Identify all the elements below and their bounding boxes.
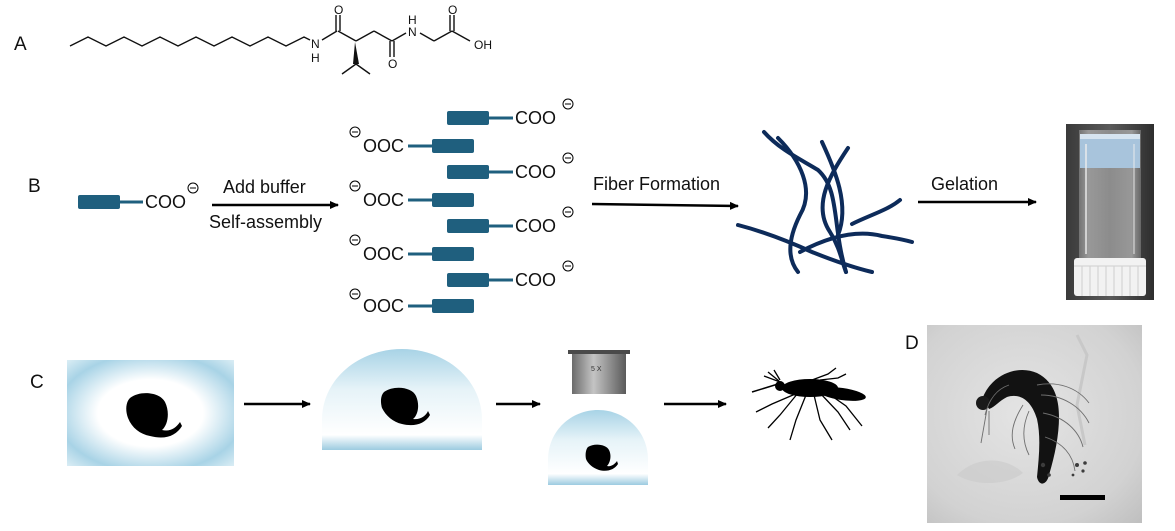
microscope-objective — [572, 352, 626, 394]
left-head-label-1: OOC — [363, 136, 405, 156]
gel-vial-photo — [1066, 124, 1154, 300]
mosquito-silhouette — [751, 367, 866, 441]
panel-label-d: D — [905, 333, 919, 354]
objective-label: 5 X — [591, 366, 602, 373]
panel-label-c: C — [30, 372, 44, 393]
wedge-bond — [353, 42, 359, 64]
charge-symbols — [187, 98, 574, 300]
panel-label-b: B — [28, 176, 41, 197]
gel-plug — [1080, 134, 1140, 168]
fiber-network — [736, 130, 914, 274]
step-fiber-formation-label: Fiber Formation — [593, 174, 721, 194]
right-head-label-3: COO — [515, 216, 557, 236]
atom-h-amide2: H — [408, 13, 417, 27]
larva-body-photo — [976, 370, 1059, 484]
left-head-label-4: OOC — [363, 296, 405, 316]
left-head-label-2: OOC — [363, 190, 405, 210]
single-head-label: COO — [145, 192, 187, 212]
larva-silhouette-1 — [126, 393, 182, 438]
larva-silhouette-2 — [380, 387, 430, 426]
larva-microscopy-photo — [927, 325, 1142, 523]
panel-label-a: A — [14, 34, 27, 55]
vial-cap — [1074, 258, 1146, 296]
larva-silhouette-3 — [585, 444, 618, 471]
stack-left-facing — [408, 139, 474, 313]
step-gelation-label: Gelation — [931, 174, 999, 194]
scale-bar — [1060, 495, 1105, 500]
atom-h-amide1: H — [311, 51, 320, 65]
step-self-assembly-label: Self-assembly — [209, 212, 323, 232]
right-head-label-2: COO — [515, 162, 557, 182]
right-head-label-1: COO — [515, 108, 557, 128]
atom-n-amide2: N — [408, 25, 417, 39]
arrow-fiber-formation — [591, 201, 739, 210]
stack-right-facing — [447, 111, 513, 287]
alkyl-chain — [69, 36, 311, 47]
left-head-label-3: OOC — [363, 244, 405, 264]
step-add-buffer-label: Add buffer — [223, 177, 306, 197]
atom-o-carbonyl2: O — [388, 57, 398, 71]
right-head-label-4: COO — [515, 270, 557, 290]
atom-n-amide1: N — [311, 37, 320, 51]
atom-o-carbonyl1: O — [334, 3, 344, 17]
atom-o-acid: O — [448, 3, 458, 17]
atom-oh: OH — [474, 38, 492, 52]
single-amphiphile — [78, 195, 143, 209]
